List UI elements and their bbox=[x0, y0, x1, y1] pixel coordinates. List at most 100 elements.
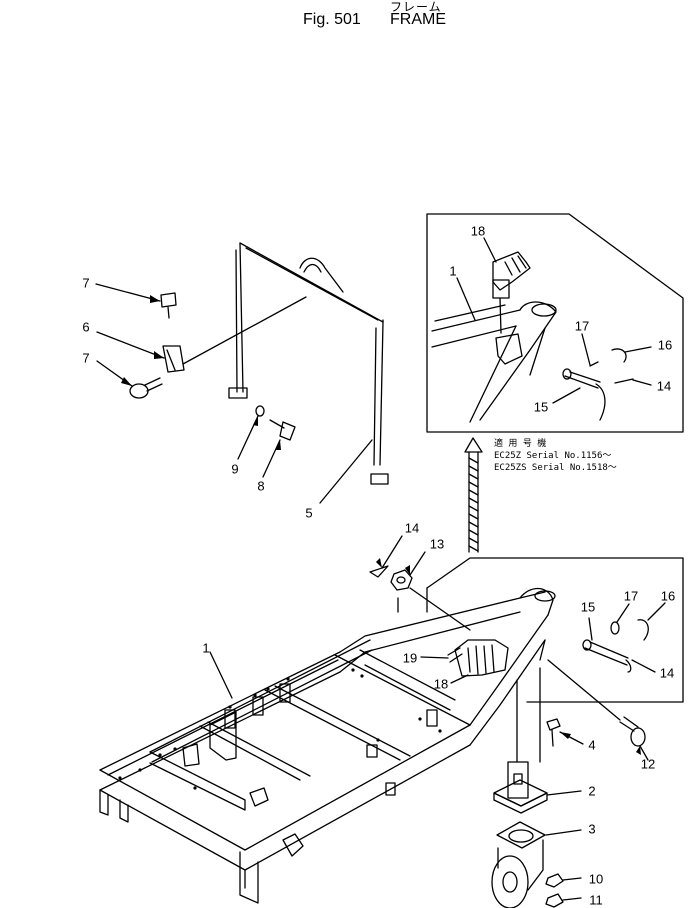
bolt-12-shank-b bbox=[624, 717, 638, 727]
frame-front-rail-bottom bbox=[100, 790, 245, 870]
bracket-5-right-foot bbox=[371, 474, 388, 484]
frame-cross-2 bbox=[200, 726, 300, 780]
callout-11: 11 bbox=[589, 892, 603, 908]
bracket-5-top bbox=[240, 243, 383, 322]
lower-washer-17 bbox=[611, 622, 619, 634]
frame-right-rail-bottom bbox=[245, 745, 470, 870]
bolt-7-lower-shank-a bbox=[145, 378, 160, 385]
detail-frame-rail-a bbox=[432, 310, 520, 331]
bracket-assembly bbox=[96, 243, 388, 503]
leader-15b bbox=[589, 618, 592, 640]
detail-part-18 bbox=[493, 252, 530, 290]
frame-cross-3 bbox=[265, 690, 400, 760]
frame-cross-4 bbox=[335, 655, 470, 725]
plate-6-edge bbox=[167, 350, 175, 370]
detail-pin-15-head bbox=[563, 369, 571, 379]
frame-tongue-side bbox=[540, 640, 545, 660]
frame-front-rail-top bbox=[100, 770, 245, 850]
figure-number: Fig. 501 bbox=[303, 11, 361, 28]
callout-5: 5 bbox=[305, 505, 313, 521]
bolt-12-head bbox=[631, 728, 645, 746]
callout-15: 15 bbox=[580, 599, 596, 615]
caster-assembly bbox=[492, 668, 583, 908]
leader-7a bbox=[96, 284, 160, 301]
leader-d16 bbox=[625, 347, 651, 352]
lower-clip-16 bbox=[638, 620, 648, 640]
callout-10: 10 bbox=[588, 871, 604, 887]
bolt-7-lower-shank-b bbox=[147, 384, 162, 391]
caster-swivel-ring bbox=[509, 830, 533, 842]
leader-18b bbox=[451, 675, 468, 683]
frame-tab-a bbox=[225, 710, 235, 728]
leader-11 bbox=[563, 898, 581, 900]
frame-holes bbox=[118, 668, 442, 790]
callout-13: 13 bbox=[429, 536, 445, 552]
leader-arrowheads bbox=[121, 295, 641, 755]
lower-part-18-fins bbox=[468, 645, 494, 674]
bracket-5-left-leg bbox=[240, 243, 243, 392]
detail-inset-border bbox=[427, 214, 683, 432]
serial-note-heading: 適 用 号 機 bbox=[494, 439, 547, 449]
leader-19 bbox=[421, 657, 448, 658]
nut-11 bbox=[546, 894, 563, 907]
callout-17: 17 bbox=[623, 588, 639, 604]
frame-leg-front-corner bbox=[240, 852, 258, 903]
nut-13-axis bbox=[410, 588, 470, 630]
detail-frame-tower-side bbox=[530, 328, 545, 375]
frame-corner-clip bbox=[283, 834, 303, 856]
frame-cross-1 bbox=[150, 752, 245, 810]
frame-tab-c bbox=[280, 684, 290, 702]
washer-9 bbox=[256, 406, 264, 416]
callout-1: 1 bbox=[202, 640, 210, 656]
lower-pin-15 bbox=[585, 642, 628, 665]
frame-left-boss bbox=[183, 744, 199, 766]
frame-cross-3b bbox=[275, 686, 410, 756]
frame-tow-ring bbox=[535, 591, 555, 601]
frame-left-rail-top bbox=[100, 652, 340, 770]
frame-cross-5b bbox=[365, 665, 450, 710]
bolt-7-upper-shank bbox=[168, 307, 169, 318]
callout-19: 19 bbox=[402, 650, 418, 666]
callout-2: 2 bbox=[588, 783, 596, 799]
bolt-8-shank bbox=[270, 420, 284, 428]
nut-13 bbox=[391, 570, 412, 590]
leader-13 bbox=[410, 552, 425, 575]
leader-d18 bbox=[484, 238, 496, 262]
callout-14-top: 14 bbox=[404, 520, 420, 536]
frame-tab-b bbox=[253, 697, 263, 715]
callout-7-lower: 7 bbox=[82, 350, 90, 366]
callout-15-detail: 15 bbox=[533, 399, 549, 415]
caster-fork bbox=[498, 840, 543, 890]
detail-ring bbox=[532, 304, 556, 316]
nut-10 bbox=[546, 874, 563, 887]
leader-12 bbox=[640, 746, 648, 760]
leader-2 bbox=[547, 791, 581, 795]
leader-8 bbox=[263, 440, 280, 477]
leader-1b bbox=[210, 652, 232, 698]
frame-left-rail-inner bbox=[108, 660, 338, 775]
detail-washer-17 bbox=[590, 362, 598, 366]
bolt-7-upper-head bbox=[161, 293, 176, 307]
frame-right-rail-top bbox=[245, 725, 470, 850]
leader-14b bbox=[382, 536, 402, 568]
detail-frame-rail-b bbox=[432, 326, 516, 347]
leader-6-to-bracket bbox=[183, 297, 306, 364]
leader-d17 bbox=[582, 334, 590, 365]
detail-pin-15-handle bbox=[596, 384, 605, 420]
callout-18: 18 bbox=[433, 676, 449, 692]
bracket-5-top-inner bbox=[246, 248, 378, 320]
bracket-5-right-leg-inner bbox=[374, 328, 376, 465]
lower-pin-15-head bbox=[583, 640, 591, 650]
leader-5 bbox=[320, 440, 372, 503]
callout-1-detail: 1 bbox=[449, 263, 457, 279]
frame-bracket-plate bbox=[210, 712, 236, 760]
title-japanese: フレーム bbox=[390, 0, 442, 14]
frame-center-boss bbox=[250, 788, 268, 806]
detail-cotter-14 bbox=[615, 379, 633, 383]
callout-14: 14 bbox=[659, 665, 675, 681]
detail-lower-block bbox=[496, 334, 522, 364]
detail-pin-15 bbox=[565, 372, 600, 388]
bracket-5-right-leg bbox=[380, 322, 383, 465]
callout-17-detail: 17 bbox=[574, 318, 590, 334]
